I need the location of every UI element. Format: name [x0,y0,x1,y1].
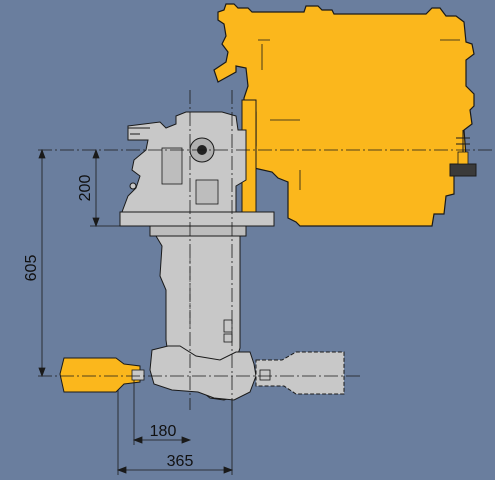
dimension-label-365: 365 [167,453,194,470]
center-lines [38,90,495,410]
engine-mount [449,130,477,177]
forward-propeller [59,357,145,393]
engine-detail-lines [258,39,460,190]
gearbox-housing [121,111,247,213]
aft-propeller [255,351,345,395]
engine-body [213,3,475,227]
dimension-lines [38,148,234,475]
dimension-label-605: 605 [23,255,40,282]
mounting-flange [119,211,275,237]
engine [213,3,475,227]
dimension-label-180: 180 [150,423,177,440]
dimension-label-200: 200 [77,175,94,202]
sail-drive-leg [149,235,257,401]
